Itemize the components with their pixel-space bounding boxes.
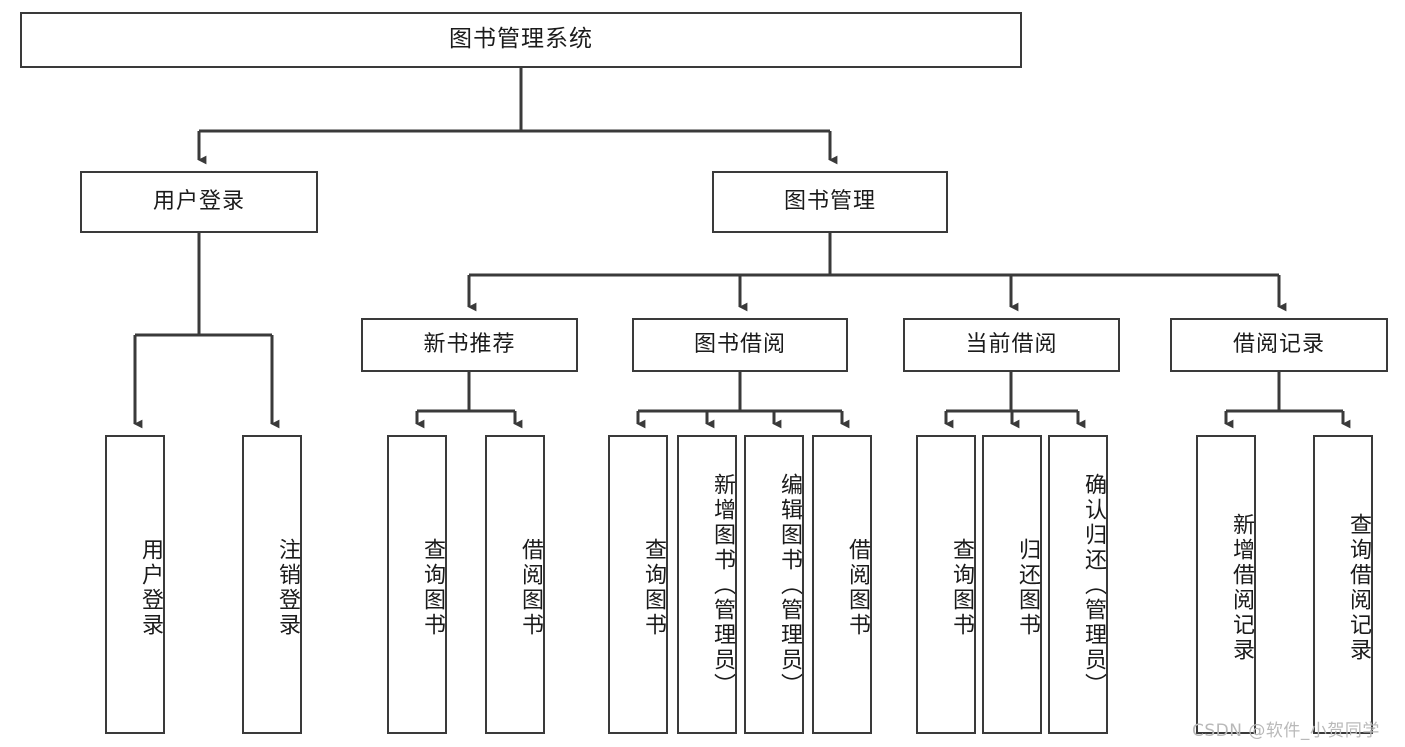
leaf-query-book-borrow[interactable]: 查询图书 [608, 435, 668, 734]
leaf-return-book[interactable]: 归还图书 [982, 435, 1042, 734]
csdn-watermark: CSDN @软件_小贺同学 [1192, 721, 1380, 741]
node-book-borrow[interactable]: 图书借阅 [632, 318, 848, 372]
leaf-query-book-recommend[interactable]: 查询图书 [387, 435, 447, 734]
node-current-borrow[interactable]: 当前借阅 [903, 318, 1120, 372]
leaf-add-book-admin[interactable]: 新增图书（管理员） [677, 435, 737, 734]
leaf-add-borrow-record[interactable]: 新增借阅记录 [1196, 435, 1256, 734]
node-user-login[interactable]: 用户登录 [80, 171, 318, 233]
node-borrow-record[interactable]: 借阅记录 [1170, 318, 1388, 372]
leaf-logout[interactable]: 注销登录 [242, 435, 302, 734]
node-book-management[interactable]: 图书管理 [712, 171, 948, 233]
leaf-user-login[interactable]: 用户登录 [105, 435, 165, 734]
leaf-borrow-book-recommend[interactable]: 借阅图书 [485, 435, 545, 734]
node-root[interactable]: 图书管理系统 [20, 12, 1022, 68]
leaf-borrow-book[interactable]: 借阅图书 [812, 435, 872, 734]
leaf-query-book-current[interactable]: 查询图书 [916, 435, 976, 734]
leaf-confirm-return-admin[interactable]: 确认归还（管理员） [1048, 435, 1108, 734]
node-new-book-recommend[interactable]: 新书推荐 [361, 318, 578, 372]
leaf-query-borrow-record[interactable]: 查询借阅记录 [1313, 435, 1373, 734]
leaf-edit-book-admin[interactable]: 编辑图书（管理员） [744, 435, 804, 734]
